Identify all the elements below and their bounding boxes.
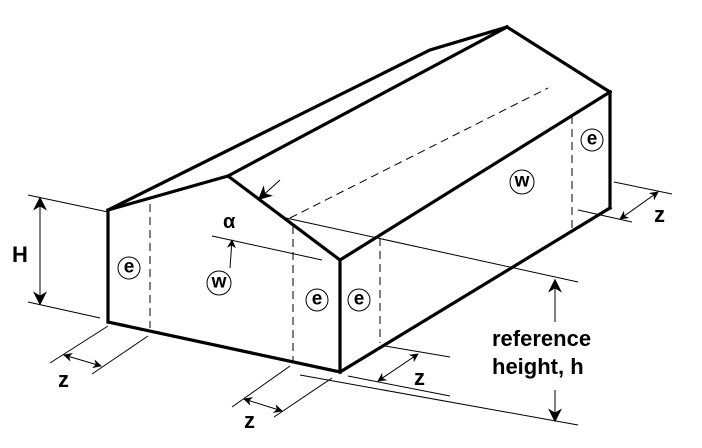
svg-text:e: e bbox=[124, 257, 135, 278]
roof-angle-indicator: α bbox=[211, 179, 323, 269]
z-dimension-left: z bbox=[49, 325, 149, 392]
svg-text:e: e bbox=[354, 289, 365, 310]
svg-text:e: e bbox=[312, 289, 323, 310]
alpha-arrow bbox=[226, 239, 236, 269]
svg-text:w: w bbox=[211, 272, 227, 293]
z-dimension-back: z bbox=[577, 181, 673, 227]
front-eave-edge bbox=[337, 89, 613, 263]
base-side-edge bbox=[337, 205, 613, 375]
height-dimension: H bbox=[12, 194, 109, 319]
building-outline bbox=[105, 24, 613, 375]
roof-pointer-arrow bbox=[257, 179, 281, 200]
z-dimension-front: z bbox=[231, 365, 333, 433]
reference-height-dimension: reference height, h bbox=[285, 217, 591, 426]
z-label-left: z bbox=[58, 367, 69, 392]
ridge-hidden-line bbox=[289, 87, 549, 219]
zone-w-side: w bbox=[509, 169, 535, 195]
z-label-side: z bbox=[414, 365, 425, 390]
back-gable-edge bbox=[504, 24, 613, 95]
height-label: H bbox=[12, 242, 28, 267]
zone-w-gable: w bbox=[206, 270, 232, 296]
left-gable-outline bbox=[106, 174, 342, 374]
svg-text:w: w bbox=[514, 171, 530, 192]
ridge-edge bbox=[225, 24, 510, 179]
zone-e-right-gable: e bbox=[305, 288, 329, 312]
z-label-front: z bbox=[244, 408, 255, 433]
z-dimension-side: z bbox=[347, 345, 451, 397]
dashed-guides bbox=[149, 87, 573, 362]
zone-e-left-gable: e bbox=[117, 256, 141, 280]
zone-e-front-side: e bbox=[347, 288, 371, 312]
back-roof-eave bbox=[105, 25, 509, 213]
reference-height-label-line2: height, h bbox=[492, 354, 584, 379]
zone-e-back-side: e bbox=[580, 128, 604, 152]
z-label-back: z bbox=[654, 202, 665, 227]
alpha-label: α bbox=[223, 211, 236, 233]
reference-height-label-line1: reference bbox=[492, 326, 591, 351]
svg-text:e: e bbox=[587, 129, 598, 150]
